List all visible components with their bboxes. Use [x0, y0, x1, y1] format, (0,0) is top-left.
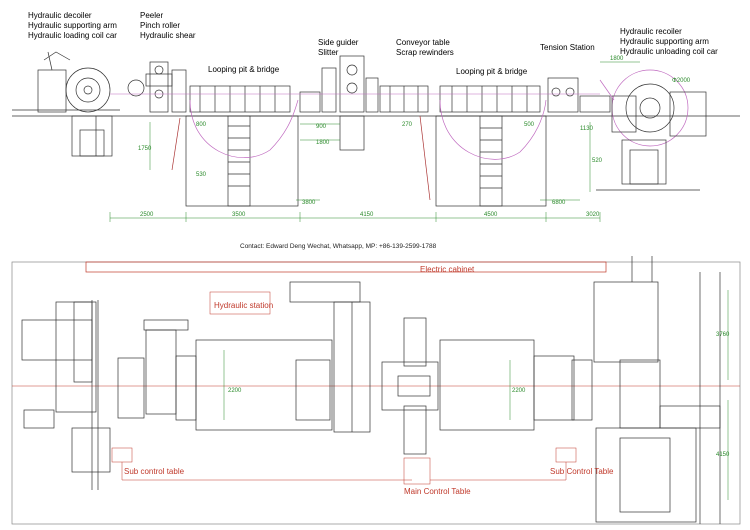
recoiler-machine — [596, 69, 707, 191]
dim-800: 800 — [196, 122, 207, 128]
dim-520: 520 — [592, 158, 603, 164]
dim-1800a: 1800 — [316, 140, 330, 146]
tension-station — [547, 77, 611, 113]
looping-pit-1 — [185, 85, 299, 207]
label-decoiler-2: Hydraulic supporting arm — [28, 21, 117, 30]
label-looping-2: Looping pit & bridge — [456, 67, 528, 76]
label-decoiler-1: Hydraulic decoiler — [28, 11, 92, 20]
dim-3500: 3500 — [232, 212, 246, 218]
label-main-control: Main Control Table — [404, 487, 471, 496]
dim-530: 530 — [196, 172, 207, 178]
dim-phi: Φ2000 — [672, 78, 691, 84]
label-conveyor-2: Scrap rewinders — [396, 48, 454, 57]
label-electric-cabinet: Electric cabinet — [420, 265, 475, 274]
looping-plan-1 — [195, 339, 333, 431]
plan-frame — [11, 261, 741, 525]
label-conveyor-1: Conveyor table — [396, 38, 450, 47]
label-tension: Tension Station — [540, 43, 595, 52]
dim-2500: 2500 — [140, 212, 154, 218]
label-decoiler-3: Hydraulic loading coil car — [28, 31, 117, 40]
label-looping-1: Looping pit & bridge — [208, 65, 280, 74]
dim-4150v: 4150 — [716, 452, 730, 458]
label-hydraulic-station: Hydraulic station — [214, 301, 273, 310]
slitter-plan — [381, 317, 439, 455]
looping-plan-2 — [439, 339, 535, 431]
label-side-1: Side guider — [318, 38, 359, 47]
slitter-machine — [299, 55, 379, 151]
conveyor-machine — [379, 85, 431, 201]
dim-2200a: 2200 — [228, 388, 242, 394]
label-recoiler-1: Hydraulic recoiler — [620, 27, 682, 36]
dim-500: 500 — [524, 122, 535, 128]
dim-2200b: 2200 — [512, 388, 526, 394]
label-peeler-2: Pinch roller — [140, 21, 180, 30]
label-peeler-1: Peeler — [140, 11, 163, 20]
dim-3760: 3760 — [716, 332, 730, 338]
label-recoiler-3: Hydraulic unloading coil car — [620, 47, 718, 56]
dim-1750: 1750 — [138, 146, 152, 152]
label-peeler-3: Hydraulic shear — [140, 31, 196, 40]
electric-cabinet-box — [85, 261, 607, 273]
peeler-plan — [117, 319, 197, 421]
looping-pit-2 — [435, 85, 547, 207]
dim-1800b: 1800 — [610, 56, 624, 62]
label-recoiler-2: Hydraulic supporting arm — [620, 37, 709, 46]
decoiler-plan — [21, 300, 111, 490]
peeler-machine — [127, 61, 187, 171]
dim-270: 270 — [402, 122, 413, 128]
recoiler-plan — [593, 256, 721, 524]
dim-3020: 3020 — [586, 212, 600, 218]
dim-4500: 4500 — [484, 212, 498, 218]
dim-6800: 6800 — [552, 200, 566, 206]
dim-900: 900 — [316, 124, 327, 130]
contact-text: Contact: Edward Deng Wechat, Whatsapp, M… — [240, 243, 437, 250]
label-sub-control-left: Sub control table — [124, 467, 185, 476]
label-side-2: Slitter — [318, 48, 339, 57]
dim-1130: 1130 — [580, 126, 594, 132]
dim-4150: 4150 — [360, 212, 374, 218]
dim-3800: 3800 — [302, 200, 316, 206]
decoiler-machine — [12, 51, 120, 157]
label-sub-control-right: Sub Control Table — [550, 467, 614, 476]
